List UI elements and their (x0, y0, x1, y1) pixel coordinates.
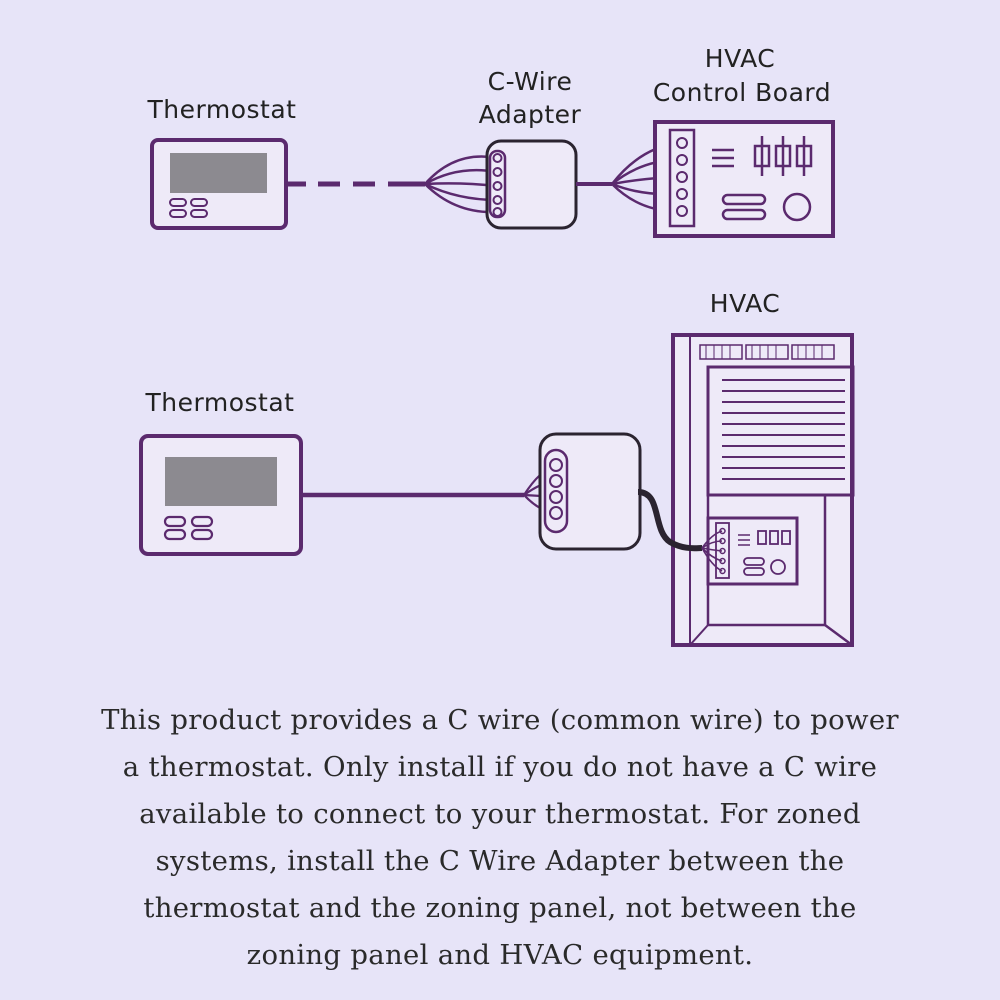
top-c-wire-adapter (485, 139, 578, 230)
hvac-unit (671, 333, 855, 647)
bottom-c-wire-adapter (538, 432, 642, 551)
hvac-louver-panel (706, 365, 855, 497)
hvac-louvers (722, 379, 845, 480)
top-thermostat (150, 138, 288, 230)
terminal-strip (668, 128, 696, 228)
top-board-label-line2: Control Board (653, 78, 831, 107)
top-adapter-label-line1: C-Wire (488, 67, 573, 96)
bottom-thermostat-label: Thermostat (145, 388, 295, 417)
relay-components (753, 136, 813, 176)
wiring-diagram: Thermostat C-Wire Adapter HVAC Control B… (139, 44, 855, 647)
bottom-hvac-label: HVAC (710, 289, 780, 318)
top-board-label-line1: HVAC (705, 44, 775, 73)
description-line: available to connect to your thermostat.… (139, 798, 861, 830)
description-line: a thermostat. Only install if you do not… (122, 751, 878, 783)
bottom-thermostat (139, 434, 303, 556)
thermostat-screen (165, 457, 277, 506)
adapter-to-hvac-cable (637, 489, 703, 552)
description-line: zoning panel and HVAC equipment. (246, 939, 754, 971)
hvac-internal-control-board (706, 516, 799, 586)
description-line: systems, install the C Wire Adapter betw… (155, 845, 845, 877)
description-line: This product provides a C wire (common w… (101, 704, 899, 736)
top-diagram: Thermostat C-Wire Adapter HVAC Control B… (147, 44, 835, 238)
product-description: This product provides a C wire (common w… (20, 697, 980, 979)
bottom-diagram: Thermostat HVAC (139, 289, 855, 647)
hvac-control-board (653, 120, 835, 238)
hvac-board-input-wires (701, 530, 723, 572)
top-adapter-label-line2: Adapter (479, 100, 582, 129)
capacitor-circle (782, 192, 812, 222)
description-line: thermostat and the zoning panel, not bet… (143, 892, 857, 924)
vent-grilles (705, 345, 823, 359)
thermostat-screen (170, 153, 267, 193)
top-thermostat-label: Thermostat (147, 95, 297, 124)
